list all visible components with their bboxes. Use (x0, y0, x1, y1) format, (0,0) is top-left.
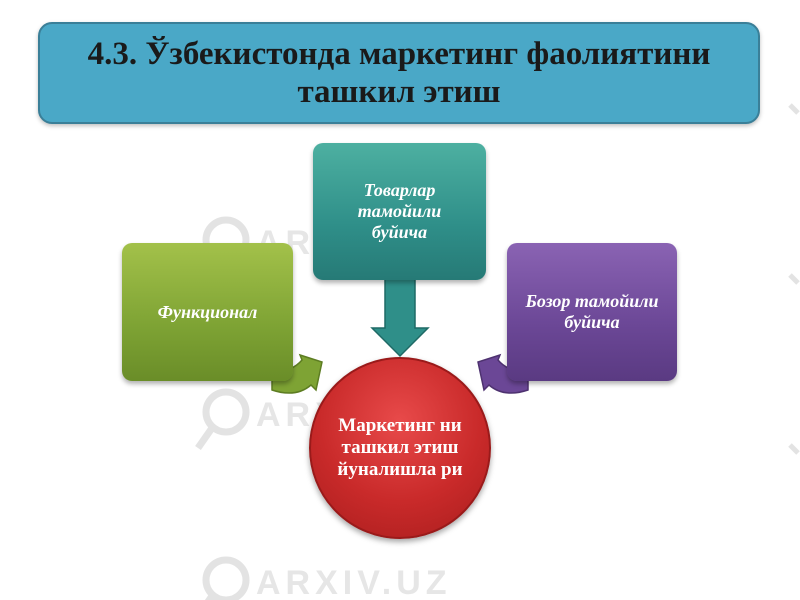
title-line-2: ташкил этиш (297, 74, 501, 110)
title-line-1: 4.3. Ўзбекистонда маркетинг фаолиятини (87, 36, 711, 72)
node-center-marketing: Маркетинг ни ташкил этиш йуналишла ри (309, 357, 491, 539)
node-functional-label: Функционал (157, 301, 258, 322)
node-market-principle-label: Бозор тамойили буйича (525, 291, 659, 332)
node-product-principle: Товарлар тамойили буйича (313, 143, 486, 280)
node-center-label: Маркетинг ни ташкил этиш йуналишла ри (337, 415, 463, 480)
title-banner: 4.3. Ўзбекистонда маркетинг фаолиятини т… (38, 22, 760, 124)
node-product-principle-label: Товарлар тамойили буйича (357, 180, 442, 242)
arrow-top (370, 277, 430, 358)
node-market-principle: Бозор тамойили буйича (507, 243, 677, 381)
node-functional: Функционал (122, 243, 293, 381)
